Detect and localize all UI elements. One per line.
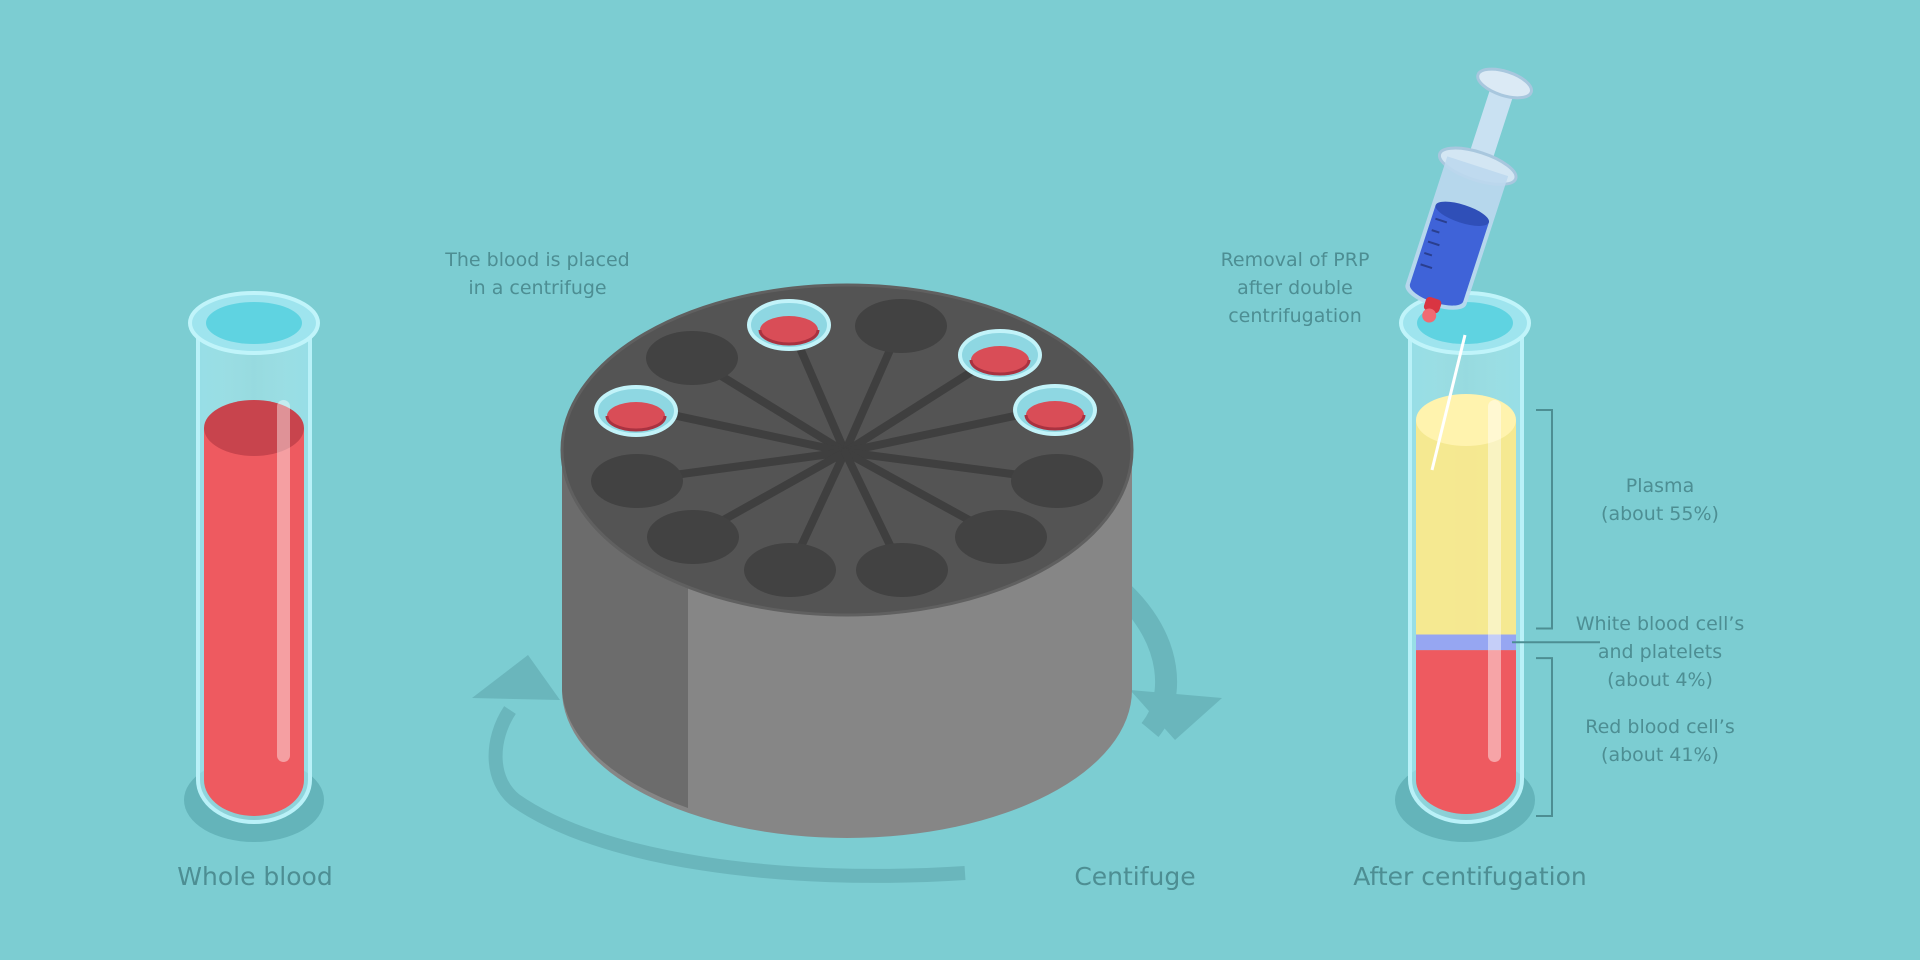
whole-blood-tube: [184, 291, 324, 842]
syringe: [1405, 67, 1533, 323]
caption-whole-blood: Whole blood: [177, 862, 333, 891]
arrow-head-right: [1130, 690, 1222, 740]
whole-blood-fluid: [204, 428, 304, 816]
syringe-fluid: [1409, 205, 1489, 306]
filled-slot: [1013, 384, 1097, 436]
plunger-rod: [1467, 78, 1516, 169]
tube-opening: [206, 302, 302, 344]
label-red-blood-cells: Red blood cell’s (about 41%): [1585, 716, 1735, 766]
barrel-scale: [1420, 217, 1448, 270]
caption-after-centrifugation: After centifugation: [1353, 862, 1587, 891]
rbc-bracket: [1536, 657, 1553, 817]
layer-plasma: [1416, 420, 1516, 635]
tube-highlight: [277, 400, 290, 762]
filled-slot: [594, 385, 678, 437]
centrifuge-side-shade: [562, 450, 688, 808]
label-plasma: Plasma (about 55%): [1601, 475, 1719, 525]
tube-opening: [1417, 302, 1513, 344]
note-placed: The blood is placed in a centrifuge: [445, 249, 630, 299]
layer-white-blood-cells: [1416, 634, 1516, 651]
filled-slot: [747, 299, 831, 351]
arrow-head-left: [472, 655, 560, 700]
blood-surface: [204, 400, 304, 456]
layer-red-blood-cells: [1416, 650, 1516, 814]
plasma-bracket: [1536, 409, 1553, 630]
tube-highlight: [1488, 400, 1501, 762]
layer-brackets: [1512, 409, 1600, 817]
plunger-thumb: [1476, 67, 1533, 100]
caption-centrifuge: Centifuge: [1074, 862, 1196, 891]
centrifuge: [472, 283, 1222, 883]
needle: [1430, 334, 1467, 471]
separated-tube: [1395, 291, 1535, 842]
label-white-blood-cells: White blood cell’s and platelets (about …: [1575, 613, 1745, 691]
rotation-arrow-left: [488, 706, 966, 883]
empty-slots: [591, 299, 1103, 597]
note-removal: Removal of PRP after double centrifugati…: [1220, 249, 1370, 327]
filled-slot: [958, 329, 1042, 381]
